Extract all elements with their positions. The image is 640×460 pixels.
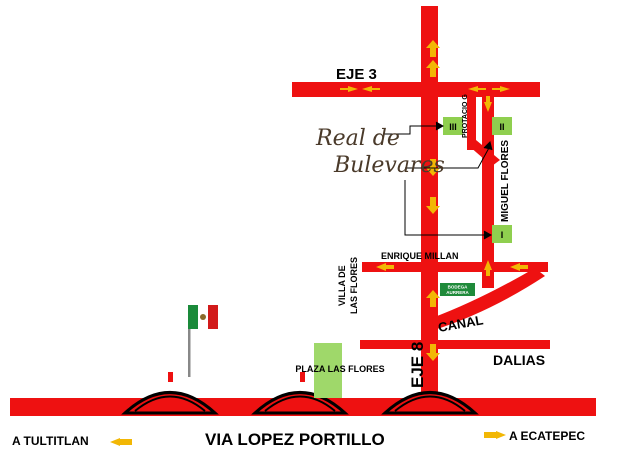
overpass-bridges bbox=[121, 372, 479, 415]
direction-arrow-icon bbox=[484, 431, 506, 439]
street-protacio-label: PROTACIO G bbox=[462, 94, 469, 138]
lot-iii: III bbox=[443, 117, 463, 135]
plaza-las-flores-label: PLAZA LAS FLORES bbox=[295, 364, 384, 374]
street-eje8-label: EJE 8 bbox=[408, 342, 427, 388]
direction-arrow-icon bbox=[510, 263, 528, 271]
direction-arrow-icon bbox=[484, 260, 492, 276]
road-protacio bbox=[467, 90, 476, 150]
street-eje3-label: EJE 3 bbox=[336, 66, 377, 83]
lot-ii: II bbox=[492, 117, 512, 135]
direction-arrow-icon bbox=[340, 86, 358, 92]
lot-i: I bbox=[492, 225, 512, 243]
street-via-lopez-portillo-label: VIA LOPEZ PORTILLO bbox=[205, 430, 385, 449]
direction-arrow-icon bbox=[468, 86, 486, 92]
direction-arrow-icon bbox=[426, 60, 440, 77]
road-dalias bbox=[360, 340, 550, 349]
direction-arrows bbox=[340, 40, 528, 361]
street-enrique-millan-label: ENRIQUE MILLAN bbox=[381, 251, 459, 261]
direction-arrow-icon bbox=[426, 197, 440, 214]
bodega-label-line2: AURRERA bbox=[446, 290, 469, 295]
bodega-label-line1: BODEGA bbox=[448, 285, 469, 290]
lot-iii-label: III bbox=[449, 122, 457, 132]
pointer-lines bbox=[384, 121, 493, 240]
direction-arrow-icon bbox=[362, 86, 380, 92]
direction-arrow-icon bbox=[426, 344, 440, 361]
development-name-line1: Real de bbox=[315, 126, 400, 151]
road-connector bbox=[469, 140, 500, 166]
street-dalias-label: DALIAS bbox=[493, 352, 545, 368]
road-canal bbox=[432, 268, 545, 330]
direction-arrow-icon bbox=[110, 438, 132, 446]
development-name-line2: Bulevares bbox=[333, 153, 445, 178]
lot-ii-label: II bbox=[499, 122, 504, 132]
plaza-las-flores: PLAZA LAS FLORES bbox=[295, 343, 385, 398]
direction-arrow-icon bbox=[426, 290, 440, 307]
lot-i-label: I bbox=[501, 230, 504, 240]
direction-ecatepec-label: A ECATEPEC bbox=[509, 429, 585, 443]
road-enrique-millan bbox=[362, 262, 548, 272]
mexico-flag-icon bbox=[188, 305, 218, 377]
direction-arrow-icon bbox=[376, 263, 394, 271]
direction-arrow-icon bbox=[492, 86, 510, 92]
direction-tultitlan-label: A TULTITLAN bbox=[12, 434, 89, 448]
direction-arrow-icon bbox=[484, 96, 492, 112]
street-villa-de-las-flores-label-1: VILLA DE bbox=[337, 265, 347, 306]
road-eje3 bbox=[292, 82, 540, 97]
street-miguel-flores-label: MIGUEL FLORES bbox=[500, 140, 511, 222]
street-villa-de-las-flores-label-2: LAS FLORES bbox=[349, 257, 359, 314]
direction-arrow-icon bbox=[426, 40, 440, 57]
bodega-aurrera-sign: BODEGA AURRERA bbox=[440, 283, 475, 296]
